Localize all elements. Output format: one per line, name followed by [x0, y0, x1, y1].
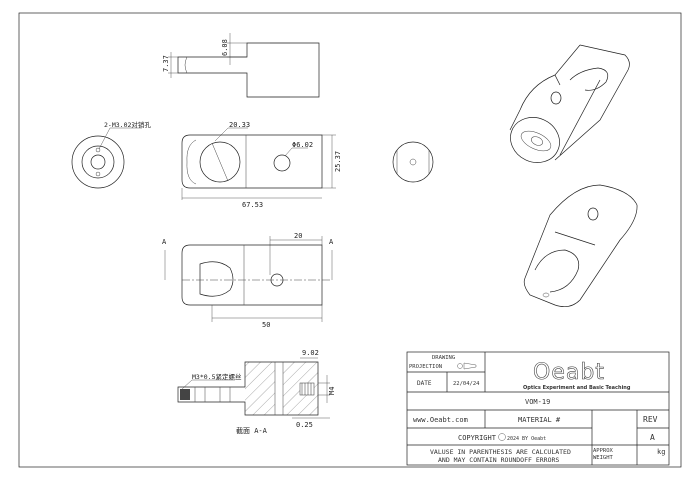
section-a-a: M3*0.5紧定螺丝 9.02 M4 0.25 截面 A-A: [177, 349, 336, 435]
website: www.Oeabt.com: [413, 416, 468, 424]
dim-50: 50: [262, 321, 270, 329]
section-mark-left: A: [162, 238, 167, 246]
section-title: 截面 A-A: [236, 426, 268, 435]
projection-label: PROJECTION: [409, 364, 442, 370]
logo-tagline: Optics Experiment and Basic Teaching: [523, 385, 631, 391]
dim-phi-6-02: Φ6.02: [292, 141, 313, 149]
copyright-tail: 2024 BY Oeabt: [507, 436, 546, 442]
set-screw-label: M3*0.5紧定螺丝: [192, 372, 242, 381]
note-line-2: AND MAY CONTAIN ROUNDOFF ERRORS: [438, 456, 559, 464]
isometric-view-bottom: [523, 184, 638, 307]
dim-67-53: 67.53: [242, 201, 263, 209]
dim-9-02: 9.02: [302, 349, 319, 357]
approx-label: APPROX: [593, 448, 614, 454]
dim-25-37: 25.37: [334, 151, 342, 172]
pin-hole-label: 2-M3.02对销孔: [104, 120, 151, 129]
date-label: DATE: [417, 380, 432, 387]
logo: Oeabt: [533, 360, 605, 385]
copyright-label: COPYRIGHT: [458, 434, 497, 442]
left-end-view: 2-M3.02对销孔: [71, 120, 151, 189]
rev-value: A: [650, 433, 655, 442]
weight-unit: kg: [657, 448, 665, 456]
dim-6-08: 6.08: [221, 39, 229, 56]
dim-m4: M4: [328, 387, 336, 395]
drawing-frame: [18, 12, 682, 468]
material-label: MATERIAL #: [518, 416, 561, 424]
isometric-view-top: [509, 44, 630, 163]
dim-20: 20: [294, 232, 302, 240]
projection-symbol-icon: [457, 362, 477, 370]
rev-label: REV: [643, 415, 658, 424]
copyright-icon: [498, 433, 506, 441]
top-view: 7.37 6.08: [162, 33, 320, 98]
note-line-1: VALUSE IN PARENTHESIS ARE CALCULATED: [430, 448, 571, 456]
title-block: DRAWING PROJECTION DATE 22/04/24 Oeabt O…: [406, 351, 670, 466]
section-mark-right: A: [329, 238, 334, 246]
drawing-label: DRAWING: [432, 355, 455, 361]
date-value: 22/04/24: [453, 381, 480, 387]
right-end-view: [392, 141, 434, 183]
weight-label: WEIGHT: [593, 455, 614, 461]
dim-0-25: 0.25: [296, 421, 313, 429]
section-marked-view: A A 20 50: [162, 232, 334, 329]
dim-20-33: 20.33: [229, 121, 250, 129]
front-view: 20.33 Φ6.02 25.37 67.53: [181, 121, 342, 209]
part-number: VOM-19: [525, 398, 550, 406]
dim-7-37: 7.37: [162, 55, 170, 72]
